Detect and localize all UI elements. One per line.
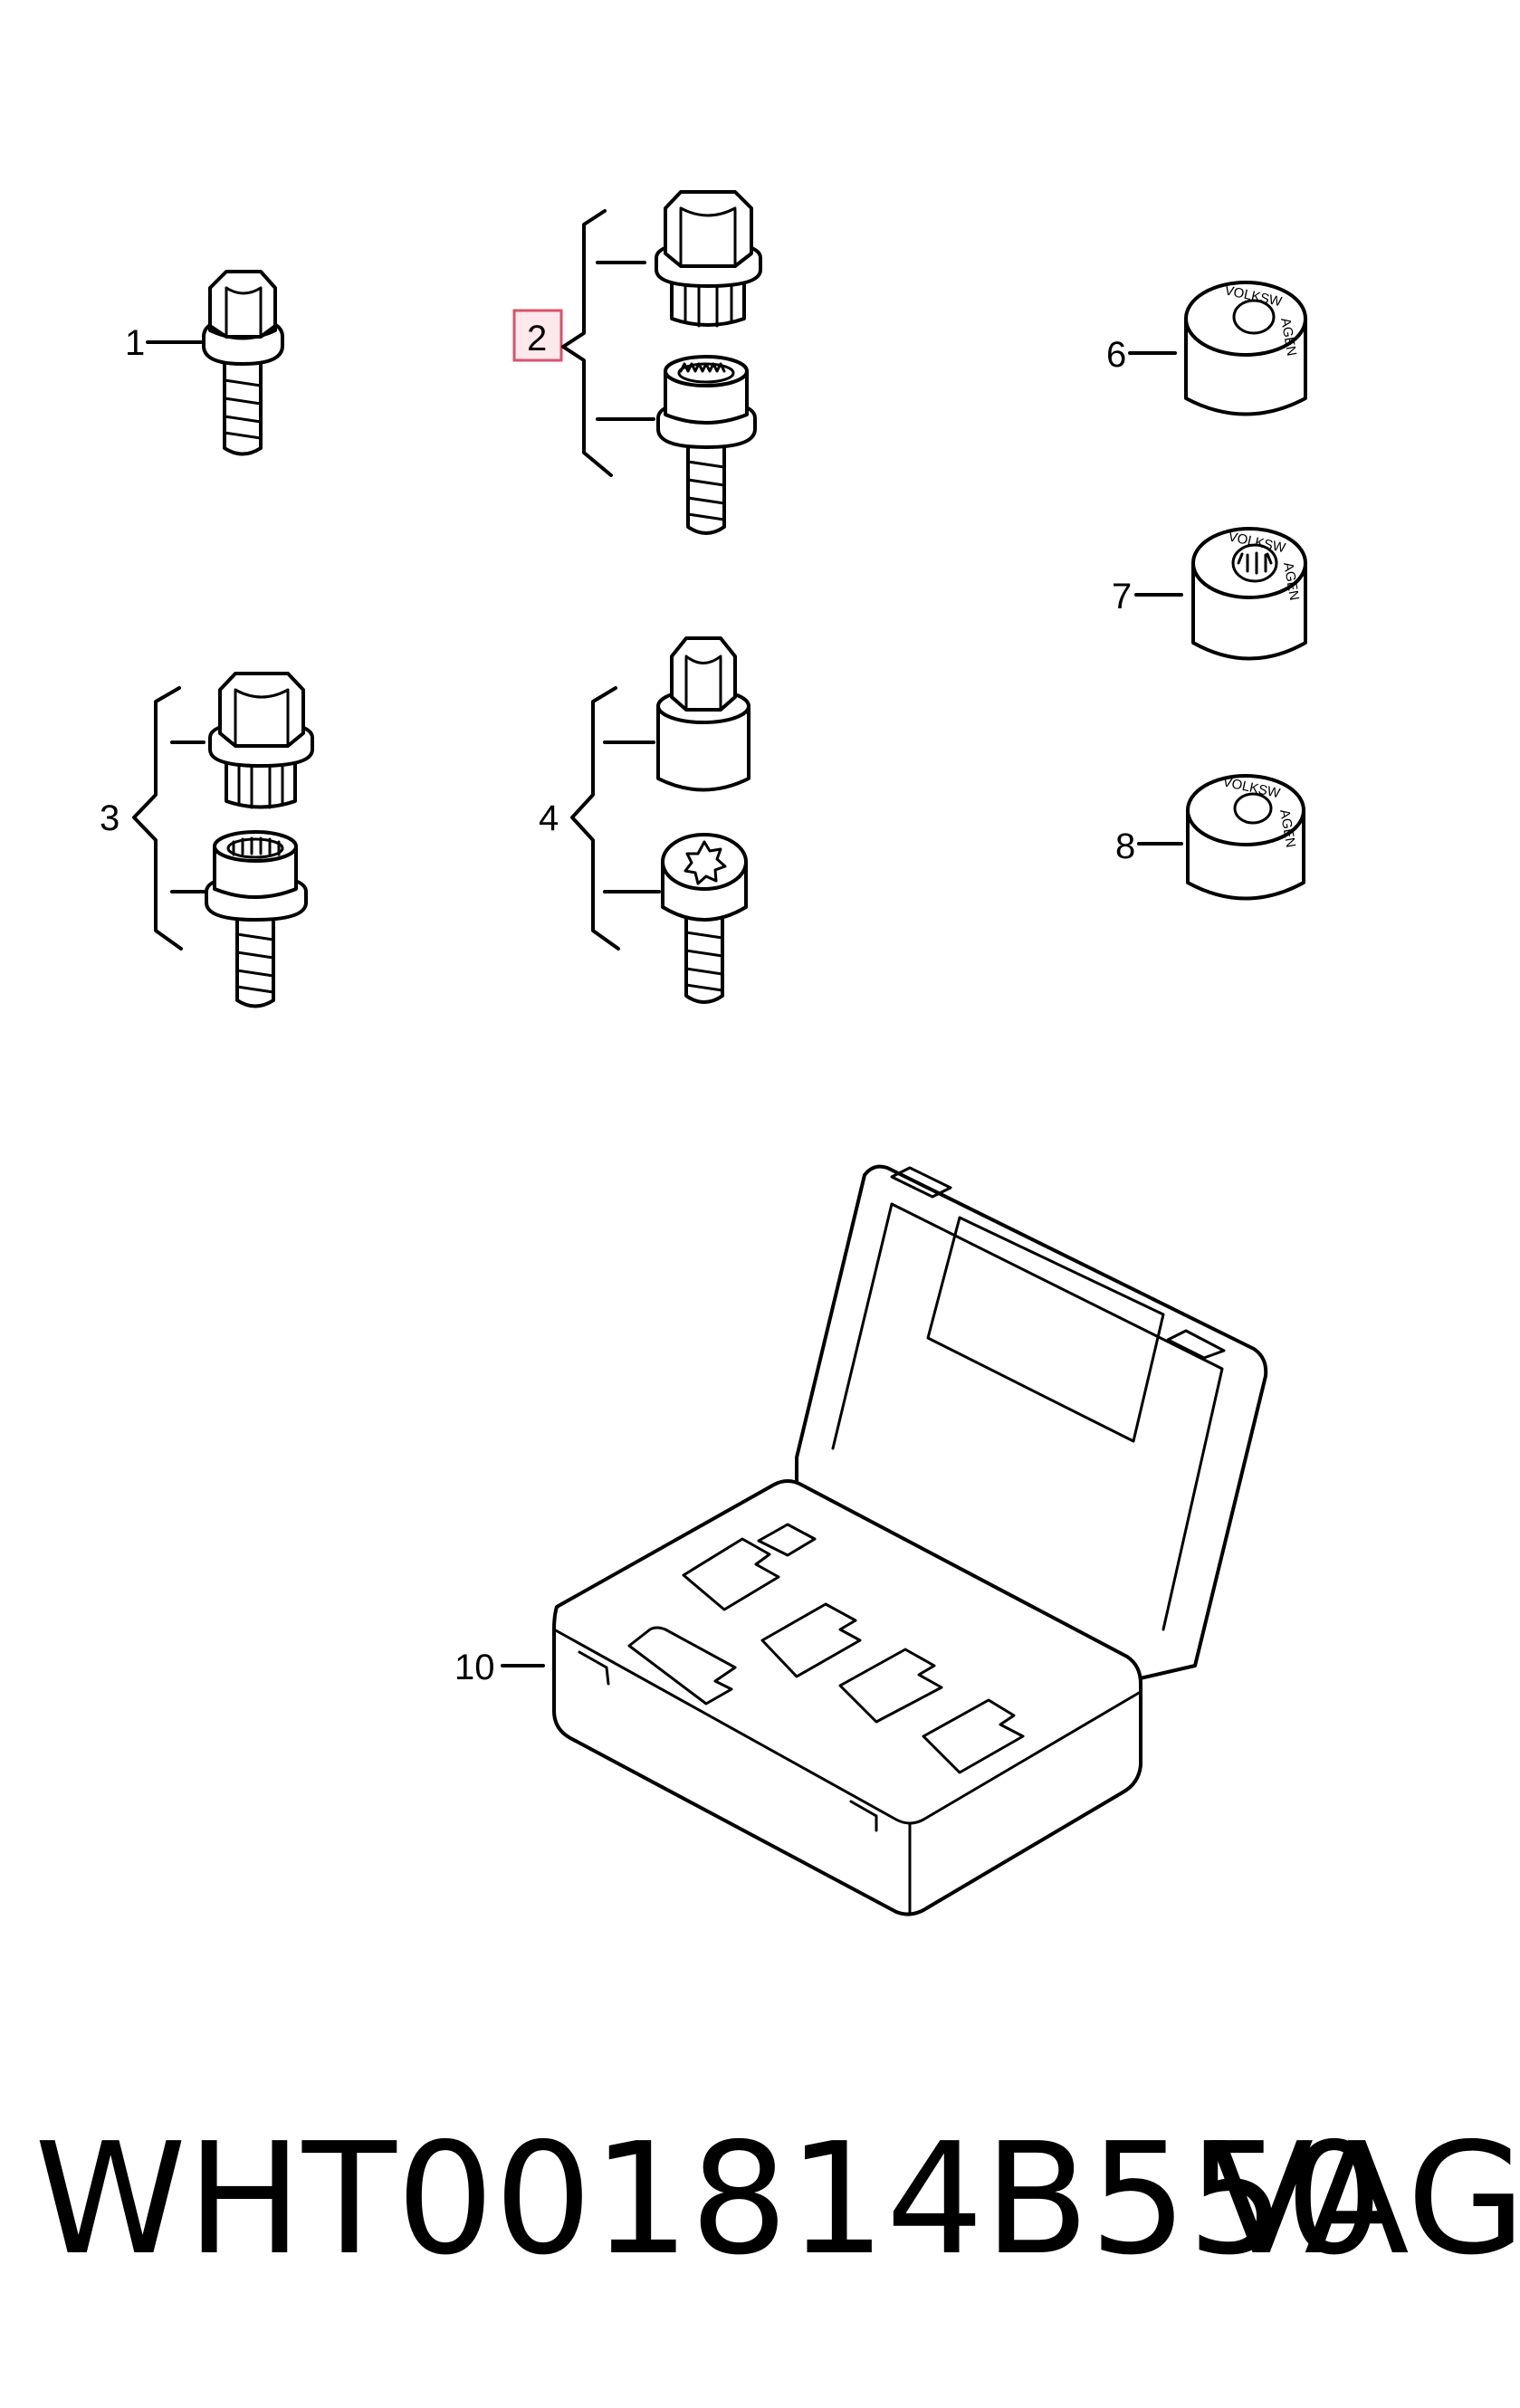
part-2-lock-bolt-set[interactable]: 2	[512, 190, 762, 535]
callout-3: 3	[100, 798, 119, 838]
callout-6: 6	[1106, 335, 1126, 375]
callout-4: 4	[539, 798, 559, 838]
callout-2: 2	[527, 319, 547, 358]
part-1-wheel-bolt[interactable]: 1	[125, 270, 284, 456]
part-3-lock-bolt-set[interactable]: 3	[100, 672, 314, 1008]
callout-7: 7	[1112, 577, 1132, 616]
callout-8: 8	[1115, 827, 1135, 866]
part-10-storage-case[interactable]: 10	[454, 1164, 1268, 1916]
part-6-cap[interactable]: 6 VOLKSW AGEN	[1106, 281, 1307, 416]
callout-10: 10	[454, 1648, 495, 1687]
part-7-cap[interactable]: 7 VOLKSW AGEN	[1112, 527, 1307, 661]
callout-1: 1	[125, 323, 145, 363]
callout-2-highlight	[512, 309, 563, 362]
part-8-cap[interactable]: 8 VOLKSW AGEN	[1115, 774, 1305, 901]
footer: WHT001814B550 VAG	[34, 2110, 1520, 2289]
part-number-label: WHT001814B550	[34, 2110, 1383, 2289]
part-4-lock-bolt-set[interactable]: 4	[539, 636, 750, 1004]
brand-label: VAG	[1209, 2110, 1520, 2289]
